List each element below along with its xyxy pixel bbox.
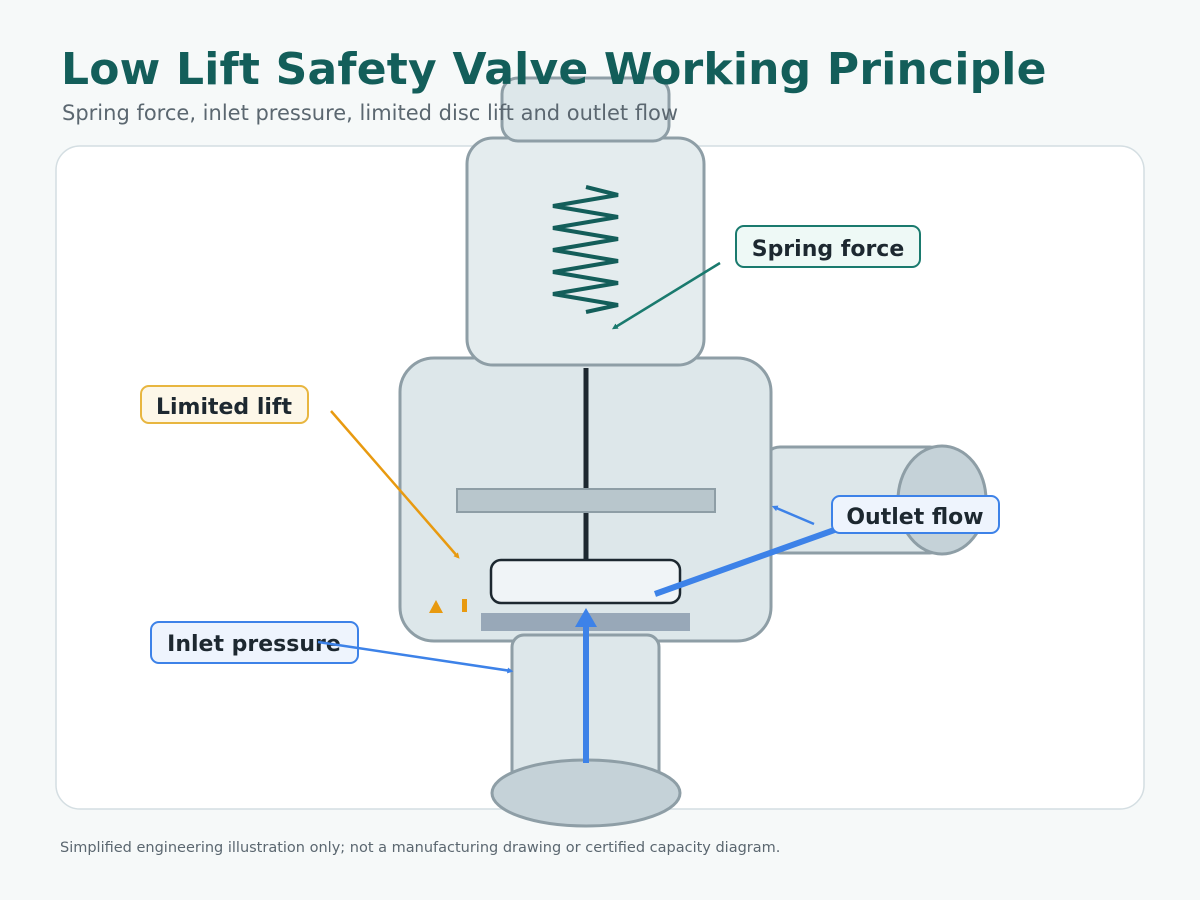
spring-force-leader (611, 261, 721, 330)
page-title: Low Lift Safety Valve Working Principle (61, 44, 1047, 95)
spring-force-callout: Spring force (735, 225, 921, 268)
inlet-pressure-leader (317, 640, 514, 674)
inlet-pressure-label: Inlet pressure (167, 632, 341, 657)
limited-lift-callout: Limited lift (140, 385, 309, 424)
bonnet (465, 136, 706, 367)
limited-lift-label: Limited lift (156, 395, 293, 420)
spring-force-label: Spring force (752, 237, 905, 262)
inlet-flow-arrow (575, 608, 597, 763)
footnote: Simplified engineering illustration only… (60, 840, 781, 856)
valve-disc (489, 558, 682, 605)
inlet-pressure-callout: Inlet pressure (150, 621, 359, 664)
spring-coil (552, 185, 619, 314)
outlet-flow-arrow (653, 525, 842, 597)
limited-lift-leader (330, 410, 460, 559)
outlet-flow-leader (771, 505, 815, 526)
outlet-flow-callout: Outlet flow (831, 495, 1000, 534)
lift-indicator (429, 599, 467, 613)
outlet-flow-label: Outlet flow (846, 505, 983, 530)
guide-plate (456, 488, 716, 513)
page-subtitle: Spring force, inlet pressure, limited di… (62, 101, 679, 125)
valve-cap (500, 76, 671, 143)
